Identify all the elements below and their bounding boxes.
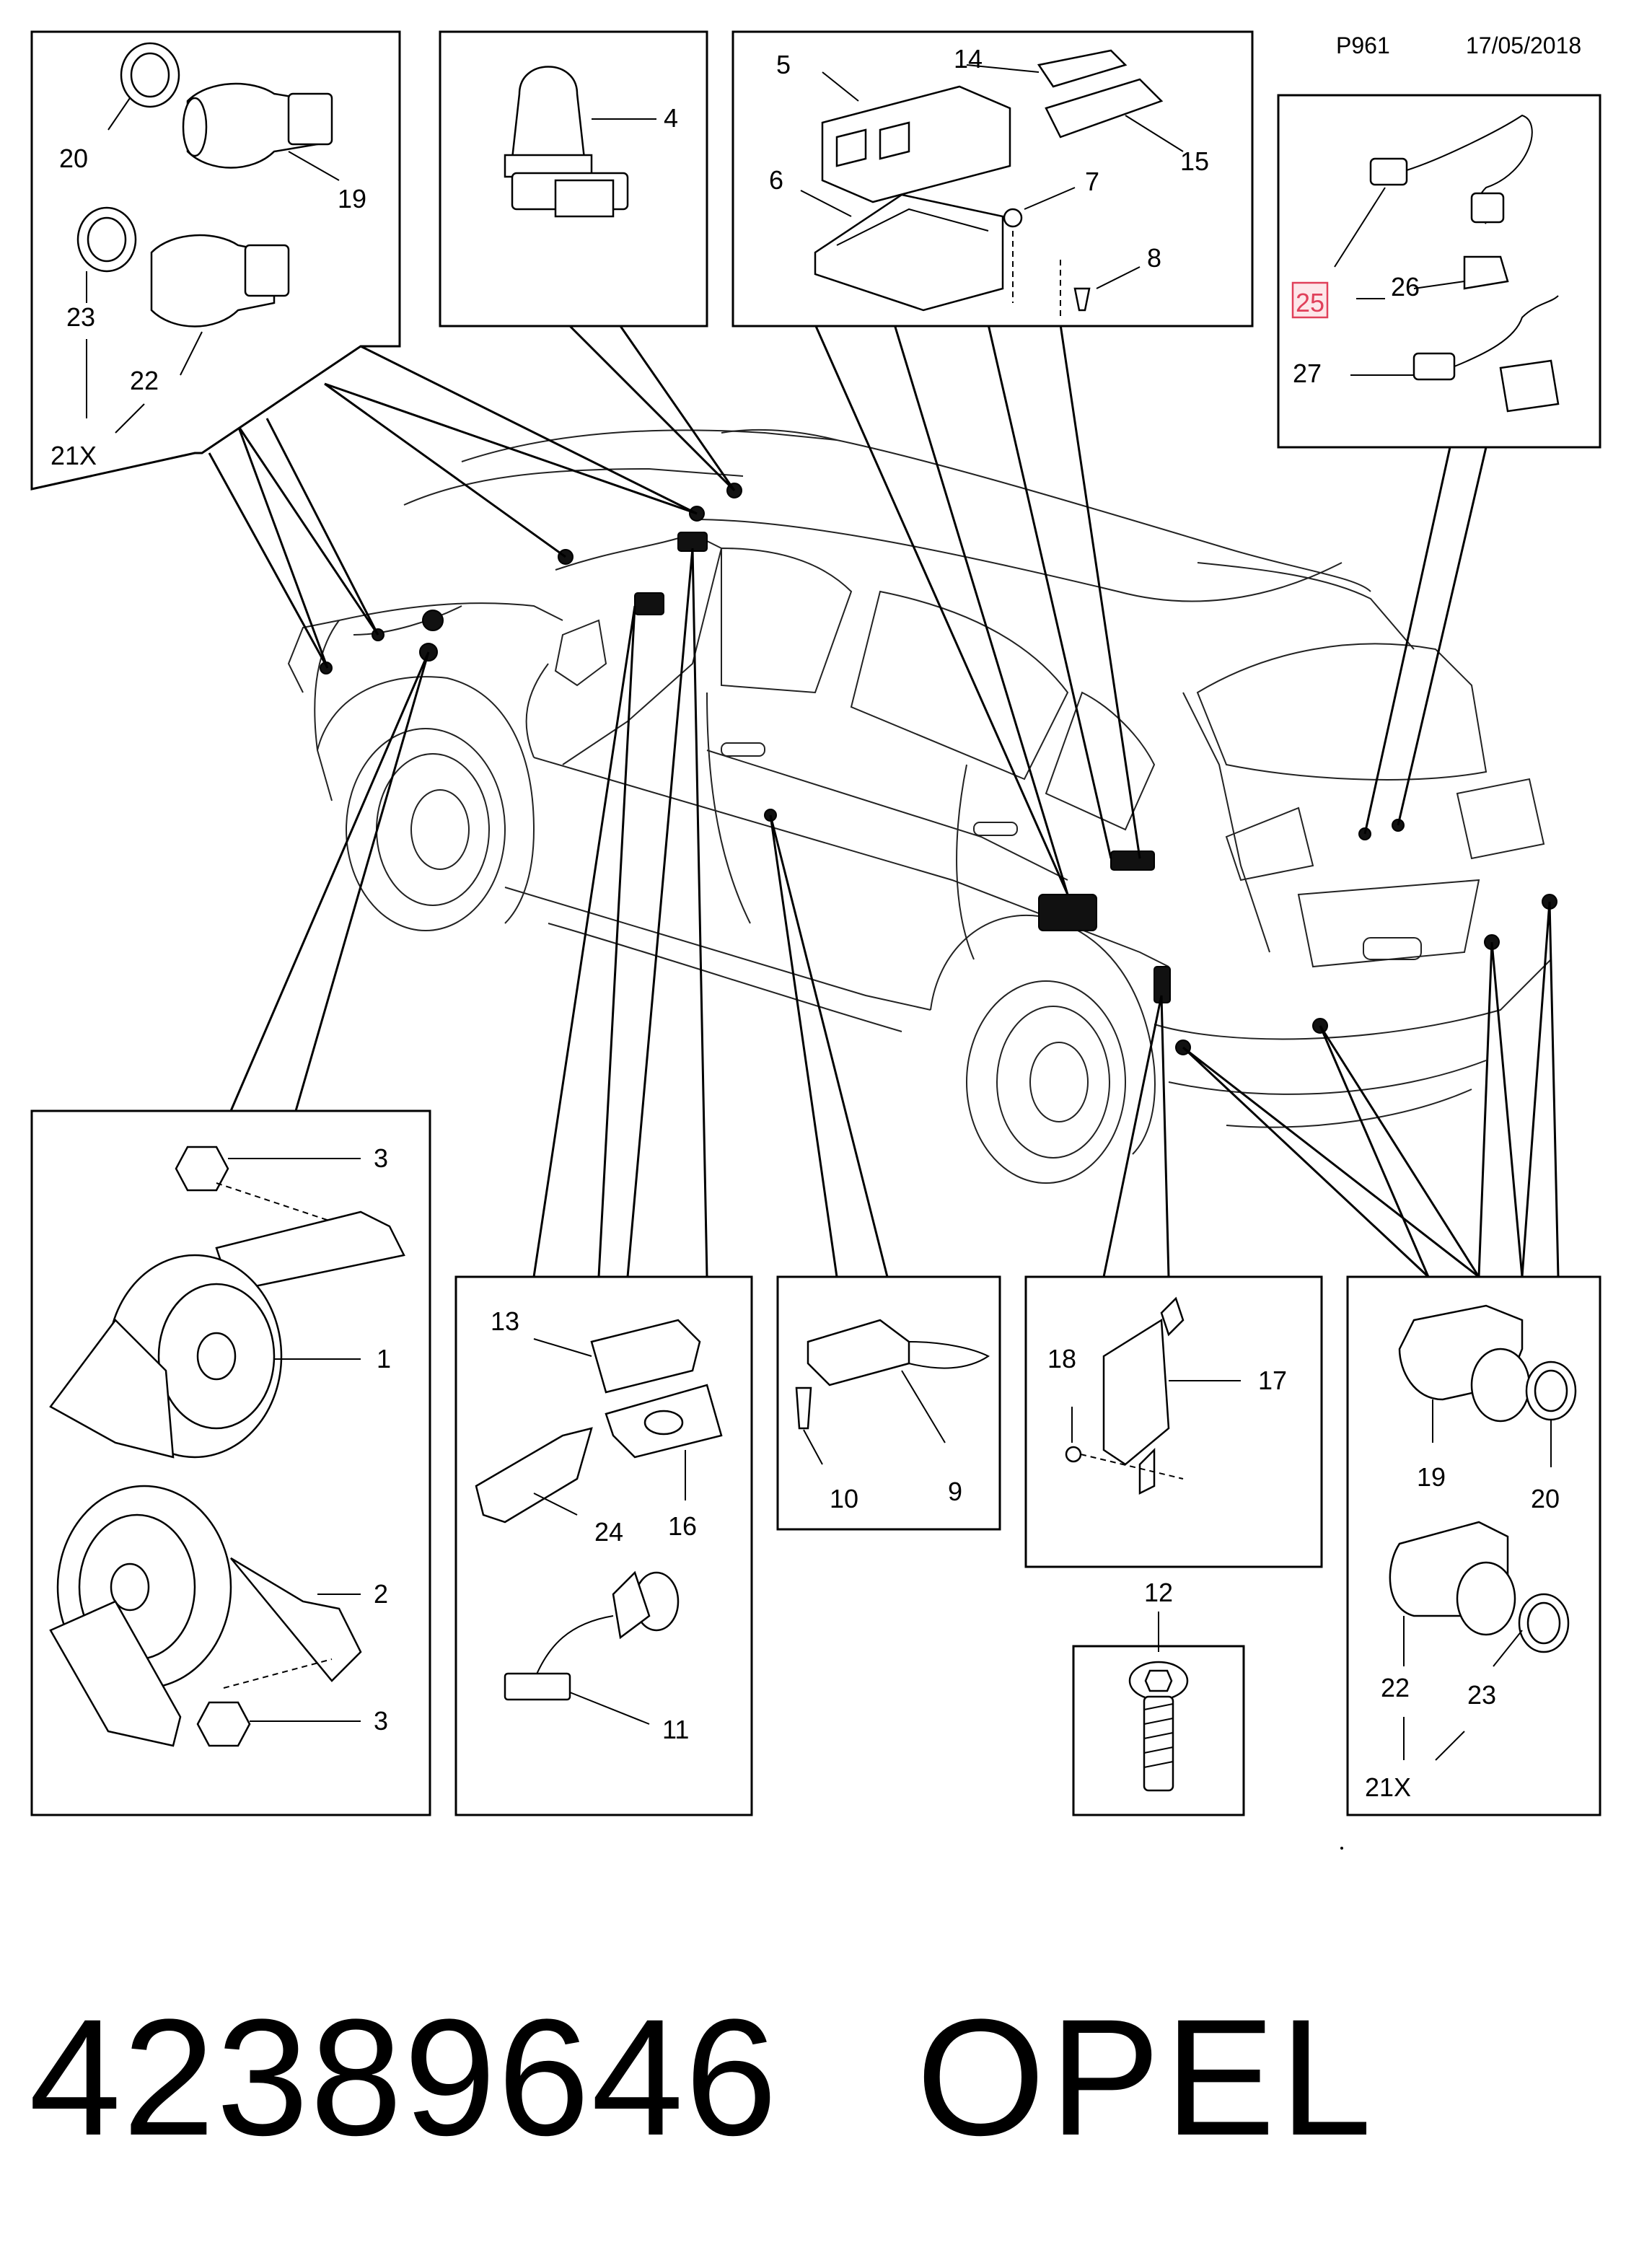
callout-21x: 21X: [50, 441, 97, 470]
callout-19-rear: 19: [1417, 1462, 1446, 1492]
box-control-module: [731, 30, 1254, 328]
callout-15: 15: [1180, 146, 1209, 176]
callout-23: 23: [66, 302, 95, 332]
box-bolt: [1072, 1612, 1245, 1816]
callout-7: 7: [1085, 167, 1099, 196]
leader-lines: [208, 324, 1560, 1278]
box-keyless-antenna: [454, 1275, 753, 1816]
callout-8: 8: [1147, 243, 1161, 273]
callout-23-rear: 23: [1467, 1680, 1496, 1710]
callout-21x-rear: 21X: [1365, 1772, 1411, 1802]
callout-24: 24: [594, 1517, 623, 1547]
diagram-code: P961: [1336, 32, 1390, 58]
callout-19: 19: [338, 184, 366, 214]
diagram-date: 17/05/2018: [1466, 32, 1581, 58]
callout-10: 10: [830, 1484, 858, 1513]
callout-6: 6: [769, 165, 783, 195]
callout-1: 1: [377, 1344, 391, 1373]
box-park-sensors-front: [30, 30, 401, 491]
callout-3-bottom: 3: [374, 1706, 388, 1736]
callout-9: 9: [948, 1477, 962, 1506]
footer: 42389646 OPEL: [29, 1969, 1616, 2186]
brand-name: OPEL: [916, 1984, 1376, 2170]
callout-25: 25: [1296, 288, 1324, 317]
callout-13: 13: [491, 1306, 519, 1336]
callout-5: 5: [776, 50, 791, 79]
callout-4: 4: [664, 103, 678, 133]
callout-18: 18: [1047, 1344, 1076, 1373]
vehicle-outline: [287, 428, 1552, 1184]
callout-20: 20: [59, 144, 88, 173]
callout-12: 12: [1144, 1578, 1173, 1607]
callout-16: 16: [668, 1511, 697, 1541]
callout-14: 14: [954, 44, 983, 74]
stray-dot: [1340, 1847, 1343, 1850]
callout-22-rear: 22: [1381, 1673, 1410, 1702]
box-rear-camera: [1277, 94, 1601, 449]
callout-3-top: 3: [374, 1143, 388, 1173]
box-part-4: [439, 30, 708, 328]
box-horns: [30, 1109, 431, 1816]
box-park-sensors-rear: [1346, 1275, 1601, 1816]
vehicle-component-markers: [320, 483, 1557, 1055]
callout-27: 27: [1293, 359, 1322, 388]
part-number: 42389646: [29, 1984, 779, 2170]
box-receiver-module: [1024, 1275, 1323, 1568]
callout-20-rear: 20: [1531, 1484, 1560, 1513]
callout-22: 22: [130, 366, 159, 395]
highlight-callout-25: [1291, 281, 1329, 319]
callout-2: 2: [374, 1579, 388, 1609]
box-handle-antenna: [776, 1275, 1001, 1531]
callout-11: 11: [662, 1715, 689, 1744]
callout-26: 26: [1391, 272, 1420, 302]
callout-17: 17: [1258, 1366, 1287, 1395]
